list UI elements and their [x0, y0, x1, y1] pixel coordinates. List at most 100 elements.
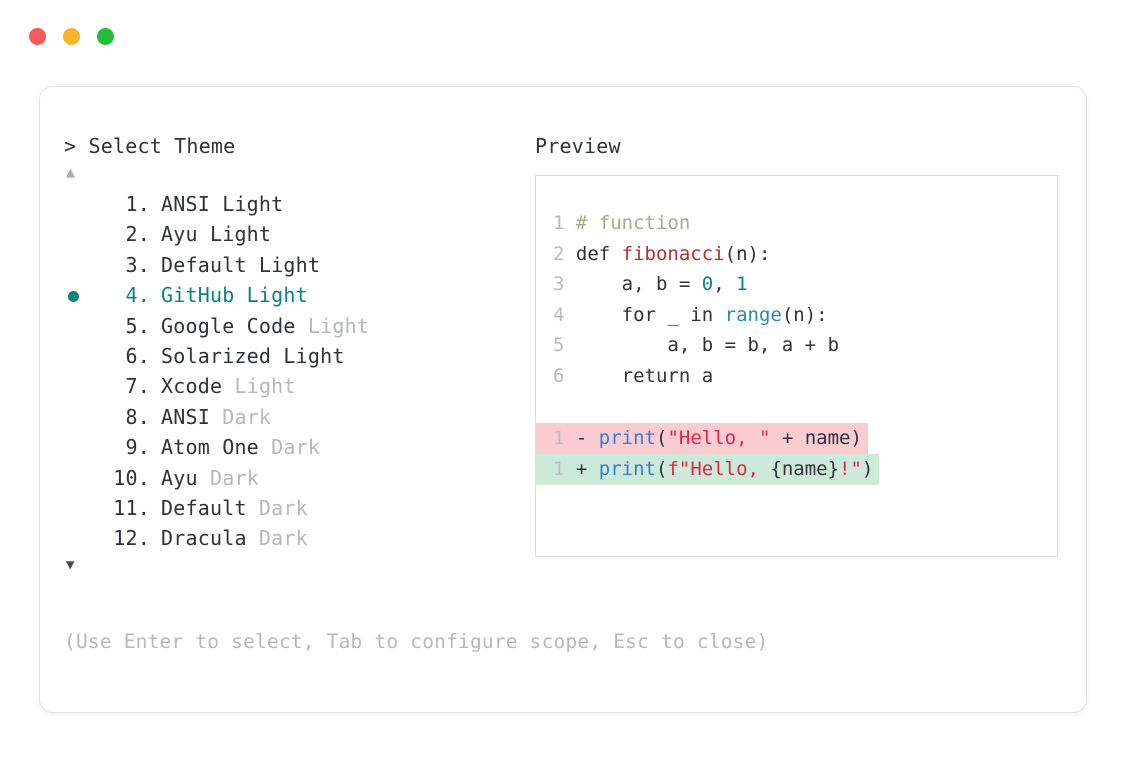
- scroll-up-icon[interactable]: ▲: [66, 163, 76, 181]
- theme-item-name: GitHub Light: [161, 283, 308, 308]
- theme-item-mode: Dark: [246, 496, 308, 521]
- theme-item-name: ANSI Light: [161, 192, 284, 216]
- theme-item-mode: Light: [295, 313, 370, 338]
- line-number: 3: [553, 273, 565, 296]
- line-number: 2: [553, 242, 565, 265]
- code-line: 3 a, b = 0, 1: [536, 269, 1057, 300]
- scroll-down-icon[interactable]: ▼: [66, 556, 75, 573]
- theme-item-index: 1.: [125, 192, 150, 216]
- theme-item-name: Solarized Light: [161, 344, 345, 369]
- theme-list-item[interactable]: 11. Default Dark: [64, 493, 534, 523]
- code-token: ): [861, 457, 874, 480]
- theme-item-index: 8.: [125, 404, 150, 429]
- gutter-space: [564, 365, 575, 387]
- theme-picker-card: > Select Theme ▲ 1. ANSI Light 2. Ayu Light…: [39, 86, 1087, 713]
- code-token: fibonacci: [621, 242, 725, 265]
- theme-item-name: Ayu: [161, 465, 198, 490]
- code-token: print: [598, 457, 656, 480]
- diff-added-line: 1 + print(f"Hello, {name}!"): [536, 453, 880, 485]
- prompt-row: > Select Theme: [64, 131, 534, 161]
- theme-list-item[interactable]: 10.Ayu Dark: [64, 463, 534, 493]
- theme-list-item[interactable]: 3.Default Light: [64, 250, 534, 280]
- theme-item-index: 6.: [125, 344, 150, 369]
- code-token: 1: [736, 273, 748, 296]
- code-token: (: [655, 457, 668, 480]
- selection-bullet-cell: [64, 291, 102, 303]
- theme-list-item[interactable]: 9. Atom One Dark: [64, 432, 534, 462]
- code-line: 5 a, b = b, a + b: [536, 330, 1057, 361]
- theme-list-item[interactable]: 8.ANSI Dark: [64, 402, 534, 432]
- gutter-space: [564, 334, 575, 356]
- code-token: (n):: [781, 303, 828, 326]
- window-titlebar: [29, 28, 114, 45]
- page-title: [76, 134, 88, 158]
- diff-row: 1 - print("Hello, " + name): [536, 422, 1057, 454]
- theme-select-panel: > Select Theme ▲ 1. ANSI Light 2. Ayu Light…: [64, 131, 534, 576]
- theme-item-name: Google Code: [161, 313, 296, 338]
- close-icon[interactable]: [29, 28, 46, 45]
- code-token: range: [724, 303, 782, 326]
- code-token: a, b =: [575, 273, 702, 296]
- theme-item-index: 4.: [125, 283, 150, 308]
- diff-line-number: 1: [553, 457, 565, 480]
- diff-row: 1 + print(f"Hello, {name}!"): [536, 453, 1057, 485]
- theme-item-name: Xcode: [161, 374, 223, 399]
- gutter-space: [564, 304, 575, 326]
- code-token: "Hello, ": [667, 426, 771, 449]
- theme-item-mode: Dark: [246, 526, 308, 551]
- theme-item-mode: Dark: [209, 404, 272, 429]
- code-token: {name}: [770, 457, 840, 480]
- theme-item-index: 9.: [125, 435, 150, 460]
- code-token: return a: [575, 364, 714, 387]
- code-line: 4 for _ in range(n):: [536, 300, 1057, 331]
- theme-item-name: Ayu Light: [161, 222, 272, 247]
- theme-list-item[interactable]: 4. GitHub Light: [64, 280, 534, 310]
- theme-item-mode: Dark: [258, 435, 321, 460]
- theme-item-index: 11.: [113, 496, 150, 521]
- code-token: !": [839, 457, 862, 480]
- theme-item-index: 2.: [125, 222, 150, 247]
- gutter-space: [564, 212, 575, 234]
- selected-bullet-icon: [68, 291, 79, 303]
- diff-block: 1 - print("Hello, " + name)1 + print(f"H…: [536, 422, 1057, 485]
- line-number: 4: [553, 303, 565, 326]
- line-number: 1: [553, 212, 565, 234]
- code-token: + name): [770, 426, 862, 449]
- preview-label: Preview: [535, 134, 621, 158]
- theme-item-name: Default Light: [161, 252, 321, 277]
- theme-item-mode: Light: [222, 374, 296, 399]
- code-line: 6 return a: [536, 361, 1057, 392]
- prompt-title: Select Theme: [88, 134, 236, 158]
- code-line: 2 def fibonacci(n):: [536, 239, 1057, 270]
- theme-list-item[interactable]: 2. Ayu Light: [64, 219, 534, 249]
- theme-list-item[interactable]: 1. ANSI Light: [64, 189, 534, 219]
- code-token: for _ in: [575, 303, 725, 326]
- code-token: (: [655, 426, 668, 449]
- code-token: 0: [701, 273, 714, 296]
- theme-item-index: 7.: [125, 374, 150, 399]
- theme-item-name: Default: [161, 496, 247, 521]
- maximize-icon[interactable]: [97, 28, 114, 45]
- theme-item-index: 5.: [125, 313, 150, 338]
- theme-list-item[interactable]: 5. Google Code Light: [64, 311, 534, 341]
- diff-sign: +: [564, 457, 599, 480]
- code-token: def: [575, 242, 622, 265]
- theme-list-item[interactable]: 6. Solarized Light: [64, 341, 534, 371]
- line-number: 6: [553, 364, 565, 387]
- theme-item-name: Atom One: [161, 435, 259, 460]
- theme-item-index: 10.: [113, 465, 150, 490]
- minimize-icon[interactable]: [63, 28, 80, 45]
- gutter-space: [564, 243, 575, 265]
- diff-removed-line: 1 - print("Hello, " + name): [536, 422, 868, 454]
- theme-list-item[interactable]: 7. Xcode Light: [64, 371, 534, 401]
- diff-line-number: 1: [553, 426, 565, 449]
- code-token: # function: [575, 212, 691, 234]
- keyboard-hint: (Use Enter to select, Tab to configure s…: [64, 630, 769, 653]
- theme-list-item[interactable]: 12.Dracula Dark: [64, 523, 534, 553]
- gutter-space: [564, 273, 575, 295]
- diff-sign: -: [564, 426, 599, 449]
- code-token: print: [598, 426, 656, 449]
